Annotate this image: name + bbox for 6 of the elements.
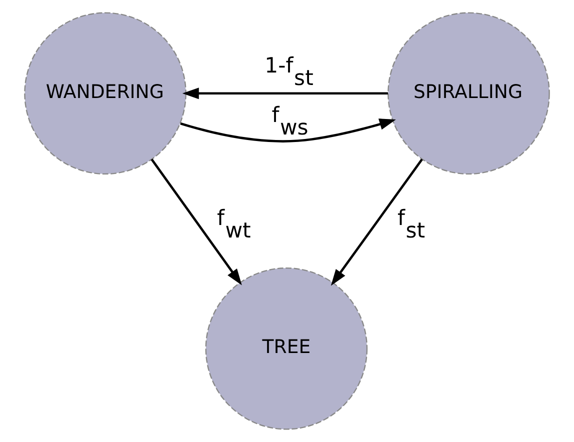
node-circle: WANDERING — [24, 12, 186, 175]
arrow — [182, 88, 388, 100]
arrow — [150, 158, 242, 286]
node-circle: SPIRALLING — [388, 12, 550, 175]
arrow — [330, 158, 423, 286]
arrow — [180, 118, 396, 142]
